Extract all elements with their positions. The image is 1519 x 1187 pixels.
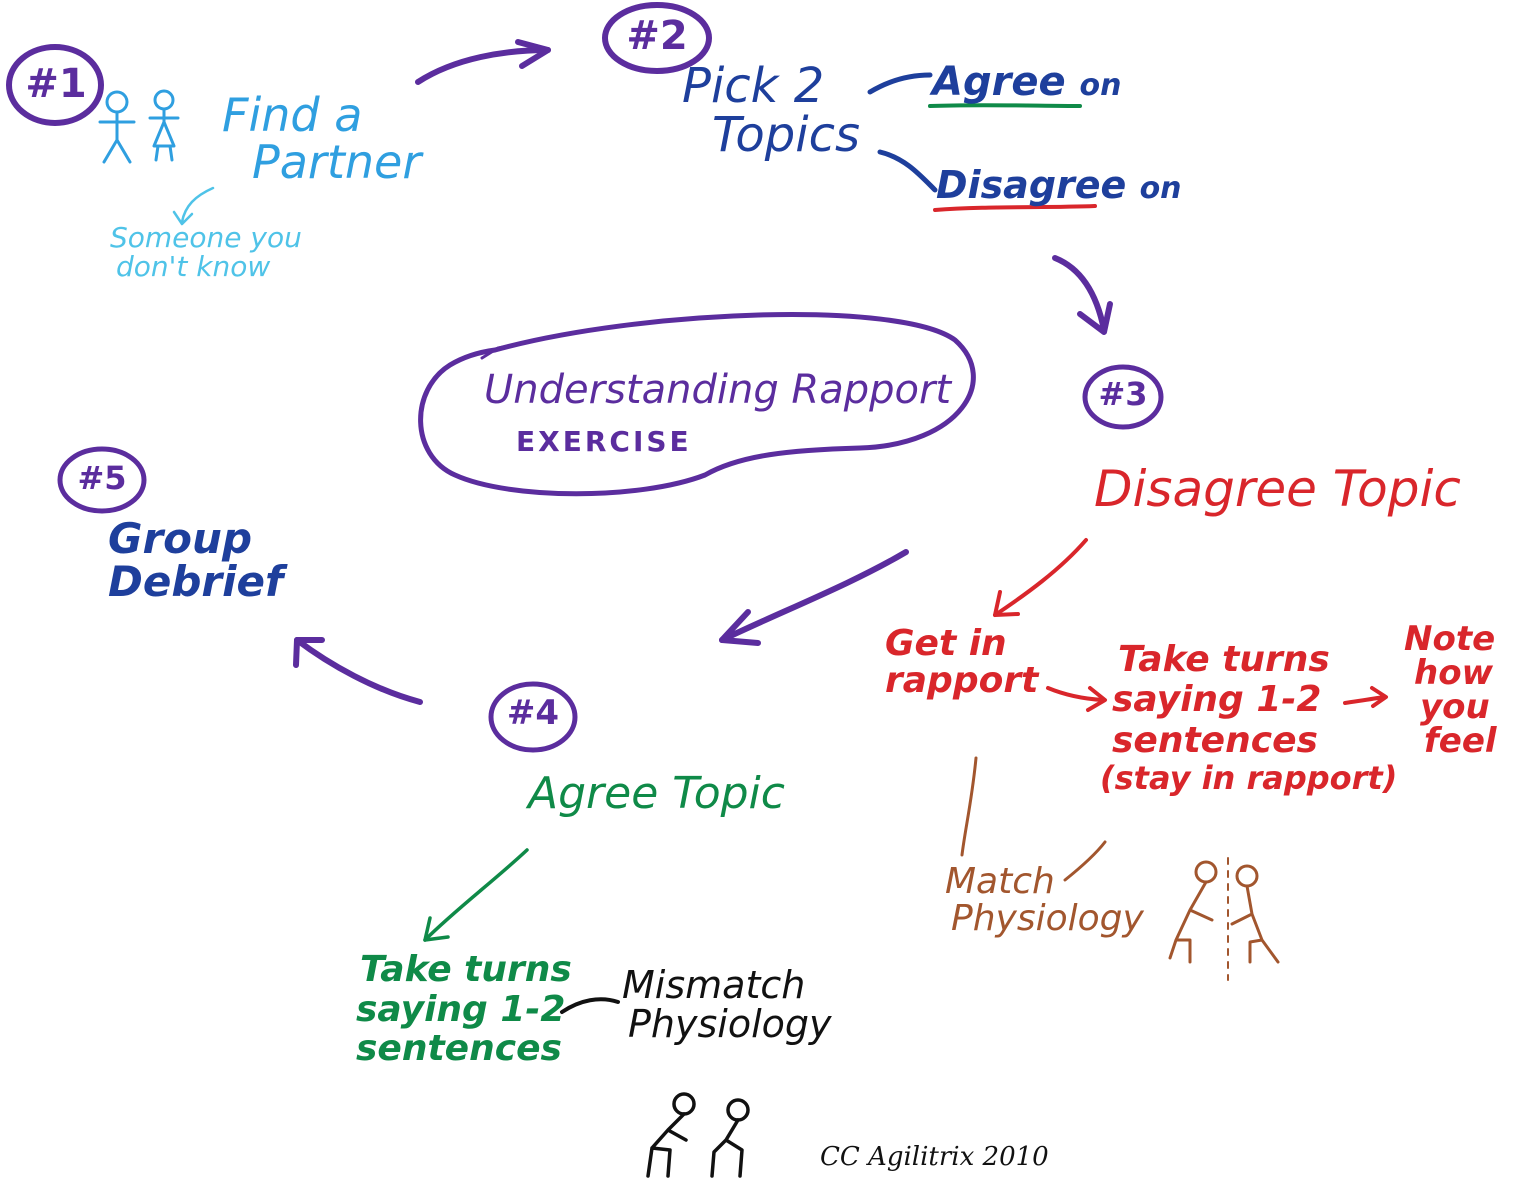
matching-figures-icon: [1168, 857, 1280, 981]
disagree-on-word: on: [1139, 171, 1182, 206]
disagree-on-label: Disagree on: [936, 166, 1182, 205]
match-connector-left: [960, 756, 978, 857]
mismatch-physiology: Mismatch Physiology: [622, 966, 832, 1044]
step-2-number: #2: [626, 13, 688, 59]
disagree-take-turns: Take turns saying 1-2 sentences (stay in…: [1100, 639, 1397, 797]
step-1-label-line-1: Find a: [222, 88, 363, 142]
agree-take-turns: Take turns saying 1-2 sentences: [356, 950, 572, 1069]
step-1-note-line-2: don't know: [116, 249, 271, 283]
step-5-circle: [57, 446, 147, 514]
step-5-label-line-2: Debrief: [108, 556, 284, 606]
disagree-word: Disagree: [936, 163, 1127, 207]
disagree-turns-line-2: saying 1-2: [1112, 679, 1322, 721]
step-5-label: Group Debrief: [108, 514, 284, 606]
disagree-turns-line-4: (stay in rapport): [1100, 758, 1398, 797]
step-5-label-line-1: Group: [108, 514, 253, 563]
disagree-connector: [877, 149, 938, 193]
mismatch-line-1: Mismatch: [622, 963, 806, 1007]
agree-arrow: [423, 848, 529, 942]
step-2-label-line-2: Topics: [712, 106, 860, 163]
note-line-4: feel: [1424, 721, 1497, 761]
agree-underline: [928, 103, 1082, 108]
step-3-number: #3: [1098, 375, 1148, 413]
get-in-rapport-line-1: Get in: [885, 623, 1007, 664]
note-arrow: [172, 186, 215, 226]
step-3-circle: [1082, 364, 1164, 430]
mismatch-connector: [560, 997, 620, 1014]
match-line-1: Match: [945, 861, 1055, 902]
step-3-heading: Disagree Topic: [1094, 460, 1461, 518]
arrow-3-to-4-head: [719, 609, 761, 646]
arrow-4-to-5-head: [293, 637, 325, 668]
get-in-rapport: Get in rapport: [885, 623, 1039, 701]
agree-turns-line-3: sentences: [356, 1028, 562, 1070]
exercise-subtitle: EXERCISE: [516, 425, 692, 458]
mismatching-figures-icon: [646, 1092, 750, 1178]
step-5-number: #5: [77, 459, 127, 497]
bubble-tick: [480, 344, 512, 360]
step-1-note: Someone you don't know: [110, 221, 302, 283]
note-how-you-feel: Note how you feel: [1404, 622, 1497, 758]
arrow-1-to-2: [415, 47, 551, 85]
arrow-2-to-3-head: [1077, 301, 1113, 335]
mismatch-line-2: Physiology: [628, 1001, 832, 1046]
two-stick-figures-icon: [98, 89, 180, 164]
disagree-arrow: [993, 538, 1088, 617]
exercise-title: Understanding Rapport: [484, 367, 952, 413]
credit-text: CC Agilitrix 2010: [820, 1142, 1049, 1172]
note-line-1: Note: [1404, 619, 1496, 659]
match-line-2: Physiology: [951, 897, 1144, 939]
step-1-number: #1: [25, 61, 87, 107]
arrow-4-to-5: [294, 637, 423, 705]
step-1-label-line-2: Partner: [252, 134, 422, 189]
step-4-circle: [488, 681, 578, 753]
agree-connector: [867, 72, 933, 95]
step-1-label: Find a Partner: [222, 92, 421, 186]
step-2-label-line-1: Pick 2: [682, 58, 825, 114]
match-connector-right: [1063, 840, 1107, 882]
agree-turns-line-1: Take turns: [360, 949, 572, 990]
disagree-turns-line-3: sentences: [1112, 719, 1318, 761]
step-4-heading: Agree Topic: [528, 768, 785, 819]
note-line-2: how: [1414, 653, 1493, 693]
match-physiology: Match Physiology: [945, 861, 1144, 939]
step-2-label: Pick 2 Topics: [682, 62, 860, 160]
agree-arrow-head: [423, 916, 450, 942]
arrow-2-to-3: [1052, 255, 1107, 333]
step-1-note-line-1: Someone you: [110, 221, 302, 254]
get-in-rapport-line-2: rapport: [885, 659, 1039, 701]
step-4-number: #4: [506, 693, 560, 733]
rapport-to-turns-arrow: [1046, 686, 1107, 712]
agree-on-label: Agree on: [932, 62, 1121, 103]
disagree-turns-line-1: Take turns: [1118, 639, 1330, 680]
title-bubble: [418, 312, 976, 497]
agree-turns-line-2: saying 1-2: [356, 988, 566, 1030]
disagree-underline: [933, 204, 1097, 212]
step-1-circle: [6, 44, 104, 126]
note-line-3: you: [1420, 687, 1490, 727]
disagree-arrow-head: [993, 590, 1020, 617]
turns-to-note-arrow: [1343, 686, 1388, 708]
arrow-1-to-2-head: [515, 39, 551, 69]
agree-word: Agree: [932, 59, 1066, 105]
agree-on-word: on: [1079, 68, 1122, 103]
arrow-3-to-4: [719, 549, 909, 643]
step-2-circle: [602, 2, 712, 74]
